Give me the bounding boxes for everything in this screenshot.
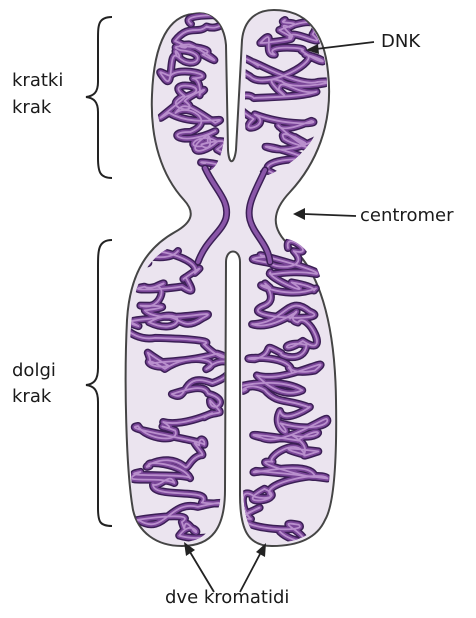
label-kromatidi: dve kromatidi <box>165 586 289 610</box>
label-kratki: kratki <box>12 69 63 93</box>
label-dolgi-krak: krak <box>12 385 51 409</box>
short-arm-brace <box>86 17 112 178</box>
label-dnk: DNK <box>381 30 420 54</box>
long-arm-brace <box>86 240 112 526</box>
label-dolgi: dolgi <box>12 359 56 383</box>
label-centromer: centromer <box>360 204 453 228</box>
label-kratki-krak: krak <box>12 96 51 120</box>
chromatid-arrow-right <box>240 543 266 592</box>
centromere-arrow <box>293 208 356 220</box>
chromatid-arrow-left <box>184 542 214 592</box>
